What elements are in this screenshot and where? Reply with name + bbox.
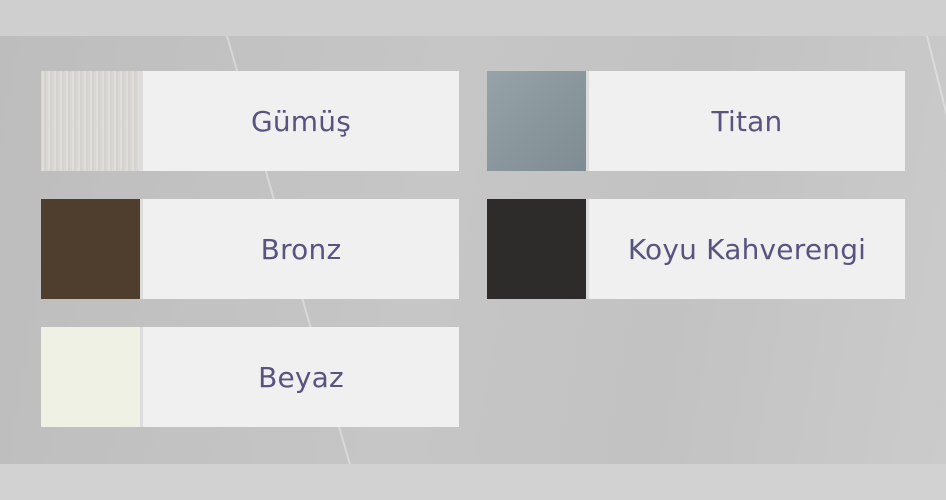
color-swatch-koyu-kahverengi — [487, 199, 589, 299]
color-option-beyaz[interactable]: Beyaz — [41, 327, 459, 427]
color-label: Titan — [711, 104, 783, 138]
color-label: Beyaz — [258, 360, 344, 394]
color-swatch-titan — [487, 71, 589, 171]
bottom-band — [0, 464, 946, 500]
color-label: Koyu Kahverengi — [627, 232, 867, 266]
background-crease — [926, 36, 946, 153]
color-option-titan[interactable]: Titan — [487, 71, 905, 171]
color-label: Bronz — [260, 232, 342, 266]
color-option-koyu-kahverengi[interactable]: Koyu Kahverengi — [487, 199, 905, 299]
color-option-gumus[interactable]: Gümüş — [41, 71, 459, 171]
color-swatch-bronz — [41, 199, 143, 299]
color-label: Gümüş — [250, 104, 352, 138]
color-swatch-beyaz — [41, 327, 143, 427]
color-option-bronz[interactable]: Bronz — [41, 199, 459, 299]
color-options-panel: Gümüş Titan Bronz Koyu Kahverengi Beyaz — [0, 36, 946, 464]
color-swatch-gumus — [41, 71, 143, 171]
